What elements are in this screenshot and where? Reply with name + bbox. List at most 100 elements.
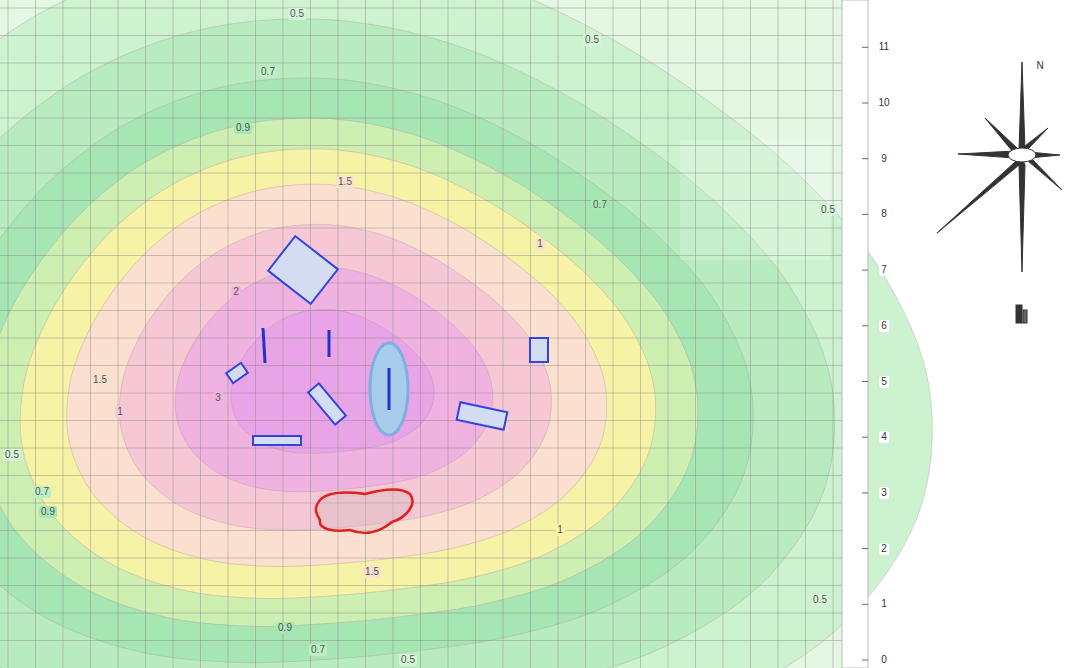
grid-line: [613, 0, 614, 668]
compass-hub: [1008, 148, 1036, 162]
grid-line: [0, 118, 842, 119]
contour-value: 0.5: [3, 449, 21, 461]
north-mark: N: [1034, 60, 1045, 72]
compass-arm: [1019, 62, 1025, 158]
contour-value: 0.5: [811, 594, 829, 606]
axis-tick: [862, 381, 868, 382]
contour-value: 0.7: [33, 486, 51, 498]
axis-number: 8: [879, 208, 889, 220]
axis-tick: [862, 492, 868, 493]
grid-line: [0, 585, 842, 586]
contour-band: [175, 267, 493, 492]
grid-line: [0, 365, 842, 366]
axis-number: 2: [879, 543, 889, 555]
building: [308, 383, 346, 424]
contour-value: 0.5: [583, 34, 601, 46]
grid-line: [283, 0, 284, 668]
contour-value: 1.5: [363, 566, 381, 578]
contour-value: 3: [213, 392, 223, 404]
axis-number: 1: [879, 598, 889, 610]
grid-line: [0, 640, 842, 641]
axis-tick: [862, 103, 868, 104]
grid-line: [200, 0, 201, 668]
grid-line: [0, 8, 842, 9]
grid-line: [393, 0, 394, 668]
grid-line: [723, 0, 724, 668]
axis-number: 0: [879, 654, 889, 666]
grid-line: [255, 0, 256, 668]
grid-line: [668, 0, 669, 668]
wall-line: [328, 330, 331, 357]
contour-value: 0.9: [234, 122, 252, 134]
grid-line: [475, 0, 476, 668]
axis-tick: [862, 437, 868, 438]
grid-line: [0, 90, 842, 91]
axis-tick: [862, 548, 868, 549]
axis-tick: [862, 214, 868, 215]
building: [530, 338, 548, 362]
grid-line: [35, 0, 36, 668]
symbol: [1023, 310, 1027, 323]
compass-arm: [937, 155, 1022, 233]
grid-line: [558, 0, 559, 668]
grid-line: [0, 558, 842, 559]
contour-value: 0.5: [399, 654, 417, 666]
axis-tick: [862, 325, 868, 326]
contour-bands: [0, 0, 932, 668]
contour-value: 0.5: [288, 8, 306, 20]
grid-line: [585, 0, 586, 668]
contour-band: [0, 0, 932, 668]
site-objects: [226, 236, 548, 533]
grid-line: [0, 228, 842, 229]
grid-line: [0, 310, 842, 311]
grid-line: [0, 475, 842, 476]
wall-line: [263, 328, 265, 363]
grid-line: [695, 0, 696, 668]
grid-line: [63, 0, 64, 668]
axis-number: 4: [879, 431, 889, 443]
contour-value: 0.9: [276, 622, 294, 634]
grid-line: [145, 0, 146, 668]
axis-number: 3: [879, 487, 889, 499]
grid-line: [640, 0, 641, 668]
building: [268, 236, 338, 304]
grid-line: [0, 503, 842, 504]
contour-band: [231, 309, 434, 453]
grid-line: [310, 0, 311, 668]
compass-rose: [937, 62, 1062, 323]
contour-value: 2: [231, 286, 241, 298]
compass-arm: [1019, 158, 1025, 272]
contour-value: 0.5: [819, 204, 837, 216]
axis-number: 10: [876, 97, 891, 109]
axis-tick: [862, 158, 868, 159]
grid-line: [805, 0, 806, 668]
grid-line: [0, 63, 842, 64]
grid-line: [0, 283, 842, 284]
grid-line: [0, 420, 842, 421]
building: [253, 436, 301, 445]
grid-line: [448, 0, 449, 668]
grid-line: [833, 0, 834, 668]
grid-line: [0, 530, 842, 531]
grid-line: [0, 613, 842, 614]
axis-number: 7: [879, 264, 889, 276]
contour-value: 0.7: [309, 644, 327, 656]
contour-value: 0.9: [39, 506, 57, 518]
pond: [370, 343, 408, 435]
axis-ticks: [862, 47, 868, 660]
grid-line: [0, 200, 842, 201]
grid-line: [0, 448, 842, 449]
grid-line: [530, 0, 531, 668]
grid-line: [420, 0, 421, 668]
building: [457, 402, 508, 430]
grid-line: [0, 255, 842, 256]
grid: [0, 0, 842, 668]
contour-value: 1: [555, 524, 565, 536]
symbol: [1016, 305, 1022, 323]
axis-number: 5: [879, 376, 889, 388]
grid-line: [90, 0, 91, 668]
axis-number: 9: [879, 153, 889, 165]
contour-value: 0.7: [591, 199, 609, 211]
axis-number: 6: [879, 320, 889, 332]
